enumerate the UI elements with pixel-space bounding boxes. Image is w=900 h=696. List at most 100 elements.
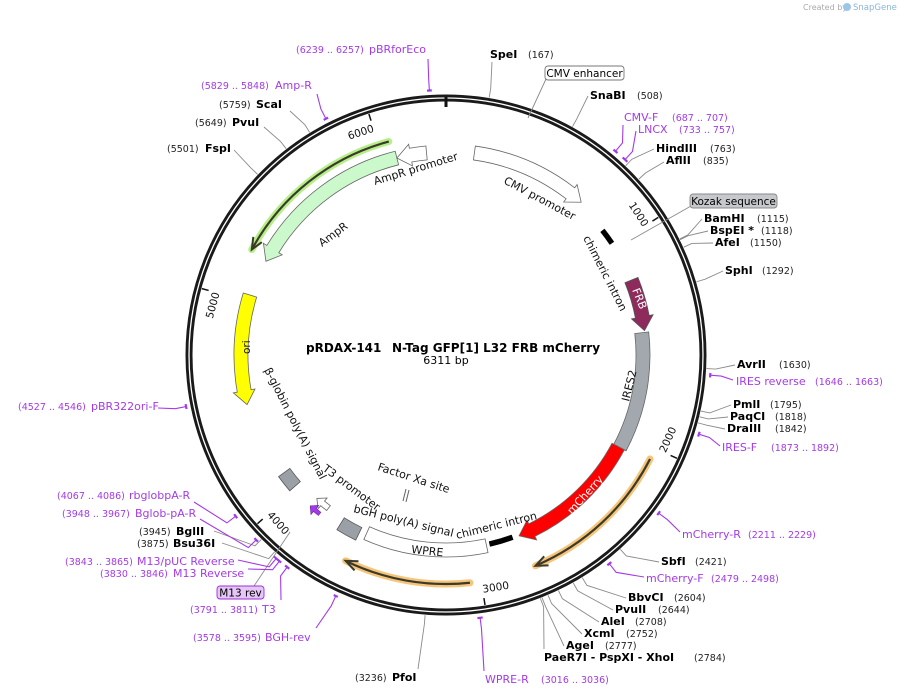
primer-leader-line — [624, 130, 637, 160]
feature-bglobin-polya[interactable] — [277, 467, 301, 492]
cmv-enhancer-label: CMV enhancer — [546, 68, 623, 80]
primer-bglob-pa-r[interactable]: Bglob-pA-R(3948 .. 3967) — [62, 507, 259, 549]
tick-label: 2000 — [657, 425, 679, 454]
feature-bgh-polya[interactable] — [336, 517, 363, 541]
primer-amp-r[interactable]: Amp-R(5829 .. 5848) — [201, 79, 329, 121]
primer-mcherry-f[interactable]: mCherry-F(2479 .. 2498) — [606, 561, 779, 585]
site-leader-line — [706, 364, 736, 370]
site-bbvci[interactable]: BbvCI(2604) — [581, 577, 706, 604]
feature-ori[interactable] — [232, 292, 258, 406]
primer-rbglobpa-r[interactable]: rbglobpA-R(4067 .. 4086) — [57, 489, 239, 524]
primer-name: rbglobpA-R — [129, 489, 190, 502]
site-pmli[interactable]: PmlI(1795) — [700, 398, 802, 414]
primer-range: (2211 .. 2229) — [748, 530, 816, 541]
feature-wpre[interactable] — [363, 526, 489, 558]
site-fspi[interactable]: FspI(5501) — [167, 142, 258, 175]
site-name: PmlI — [733, 398, 760, 411]
primer-t3[interactable]: T3(3791 .. 3811) — [190, 564, 290, 616]
feature-ampr[interactable] — [262, 150, 400, 262]
primer-leader-line — [237, 558, 277, 568]
site-position: (167) — [528, 50, 554, 61]
factor-xa-site-mark[interactable] — [402, 488, 410, 503]
site-position: (5759) — [219, 100, 251, 111]
boxed-label-cmv-enhancer[interactable]: CMV enhancer — [527, 65, 625, 119]
site-xcmi[interactable]: XcmI(2752) — [547, 595, 658, 640]
site-agei[interactable]: AgeI(2777) — [541, 597, 637, 652]
primer-binding-mark — [184, 403, 188, 410]
site-position: (5501) — [167, 144, 199, 155]
site-name: SnaBI — [590, 89, 626, 102]
boxed-label-m13-rev[interactable]: M13 rev — [216, 531, 291, 600]
site-bspei[interactable]: BspEI *(1118) — [679, 224, 793, 241]
primer-name: M13/pUC Reverse — [137, 555, 235, 568]
primer-bgh-rev[interactable]: BGH-rev(3578 .. 3595) — [193, 594, 339, 644]
site-name: PaqCI — [730, 410, 765, 423]
ampr-translation[interactable] — [248, 138, 393, 254]
site-bamhi[interactable]: BamHI(1115) — [679, 212, 789, 240]
site-name: BbvCI — [628, 591, 664, 604]
mcherry-translation[interactable] — [531, 455, 654, 570]
boxed-label-kozak[interactable]: Kozak sequence — [630, 193, 778, 241]
site-position: (763) — [710, 144, 736, 155]
site-bsu36i[interactable]: Bsu36I(3875) — [137, 537, 275, 560]
primer-range: (3843 .. 3865) — [65, 557, 133, 568]
site-afei[interactable]: AfeI(1150) — [683, 236, 782, 249]
highlight-arrowhead — [343, 559, 359, 572]
site-snabi[interactable]: SnaBI(508) — [572, 89, 663, 127]
site-position: (5649) — [195, 118, 227, 129]
site-avrii[interactable]: AvrII(1630) — [706, 358, 811, 371]
primer-ires-f[interactable]: IRES-F(1873 .. 1892) — [697, 431, 839, 454]
feature-cmv-promoter[interactable] — [472, 145, 582, 203]
tick-label: 4000 — [264, 509, 291, 537]
wpre-translation[interactable] — [342, 557, 474, 588]
site-spei[interactable]: SpeI (167) — [488, 48, 554, 98]
site-position: (1818) — [775, 412, 807, 423]
label-chimeric-intron-1: chimeric intron — [580, 233, 629, 313]
site-hindiii[interactable]: HindIII(763) — [625, 142, 736, 167]
site-pfoi[interactable]: PfoI(3236) — [355, 615, 426, 684]
primer-m13-puc-reverse[interactable]: M13/pUC Reverse (3843 .. 3865) — [65, 555, 280, 568]
site-position: (1292) — [762, 266, 794, 277]
feature-ampr-promoter[interactable] — [396, 143, 428, 167]
primer-range: (3016 .. 3036) — [541, 675, 609, 686]
primer-binding-mark — [621, 156, 629, 163]
primer-leader-line — [316, 93, 327, 120]
site-pvuii[interactable]: PvuII(2644) — [572, 582, 690, 616]
primer-ires-reverse[interactable]: IRES reverse(1646 .. 1663) — [708, 372, 883, 388]
site-name: BspEI * — [710, 224, 754, 237]
site-leader-line — [581, 577, 627, 599]
site-aflii[interactable]: AflII(835) — [638, 154, 729, 180]
feature-chimeric-intron-1[interactable] — [600, 228, 615, 245]
primer-range: (2479 .. 2498) — [711, 574, 779, 585]
primer-range: (3830 .. 3846) — [100, 569, 168, 580]
primer-lncx[interactable]: LNCX(733 .. 757) — [621, 123, 735, 163]
site-alei[interactable]: AleI(2708) — [558, 590, 667, 628]
primer-range: (687 .. 707) — [672, 113, 728, 124]
site-sphi[interactable]: SphI(1292) — [696, 264, 794, 283]
site-name: AleI — [601, 615, 625, 628]
site-leader-line — [679, 230, 709, 241]
site-scai[interactable]: ScaI(5759) — [219, 98, 311, 133]
label-ori: ori — [241, 340, 253, 354]
feature-mcherry[interactable] — [518, 442, 625, 541]
site-paer7i-pspxi-xhoi[interactable]: PaeR7I - PspXI - XhoI(2784) — [539, 598, 726, 664]
kozak-label: Kozak sequence — [691, 196, 776, 208]
feature-t3-promoter[interactable] — [316, 497, 331, 512]
highlight-line — [345, 559, 471, 586]
primer-mcherry-r[interactable]: mCherry-R(2211 .. 2229) — [656, 510, 816, 541]
primer-pbrforeco[interactable]: pBRforEco(6239 .. 6257) — [296, 43, 432, 92]
site-sbfi[interactable]: SbfI(2421) — [619, 548, 727, 568]
site-pvui[interactable]: PvuI(5649) — [195, 116, 287, 149]
primer-wpre-r[interactable]: WPRE-R(3016 .. 3036) — [477, 616, 609, 686]
primer-name: LNCX — [638, 123, 668, 136]
site-paqci[interactable]: PaqCI (1818) — [699, 410, 807, 423]
site-name: SpeI — [490, 48, 517, 61]
feature-chimeric-intron-2[interactable] — [488, 534, 514, 547]
primer-pbr322ori-f[interactable]: pBR322ori-F(4527 .. 4546) — [18, 400, 188, 413]
primer-cmv-f[interactable]: CMV-F(687 .. 707) — [612, 111, 728, 154]
primer-name: BGH-rev — [265, 631, 311, 644]
snapgene-watermark: Created by SnapGene — [803, 3, 897, 13]
site-leader-line — [619, 548, 660, 563]
feature-frb[interactable] — [624, 276, 654, 332]
site-draiii[interactable]: DraIII(1842) — [697, 422, 807, 435]
